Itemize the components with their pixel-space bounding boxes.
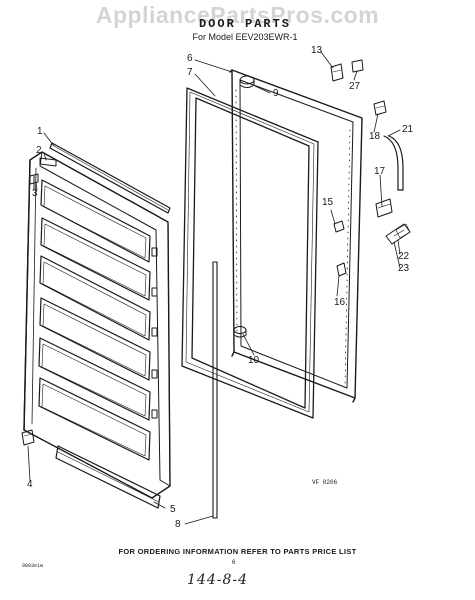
callout-2: 2 [36,145,42,156]
part-15-screw [333,220,345,233]
part-2-bracket [39,157,57,167]
part-17-latch [375,198,393,218]
watermark: AppliancePartsPros.com [95,2,380,28]
page-number: 6 [232,560,236,566]
ordering-footer-note: FOR ORDERING INFORMATION REFER TO PARTS … [118,547,357,556]
door-gasket [181,87,319,419]
liner-shelves [38,179,151,461]
callout-27: 27 [349,81,361,92]
callout-1: 1 [37,126,43,137]
callout-5: 5 [170,504,176,515]
callout-6: 6 [187,53,193,64]
callout-15: 15 [322,197,334,208]
callout-9: 9 [273,88,279,99]
handwritten-note: 144-8-4 [187,572,248,588]
gasket-strip [212,261,218,519]
diagram-title: DOOR PARTS [198,17,291,31]
callout-3: 3 [32,188,38,199]
top-trim-strip [49,142,171,214]
bottom-trim-strip [55,445,161,509]
callout-4: 4 [27,479,33,490]
callout-13: 13 [311,45,323,56]
part-16-clip [336,262,347,277]
part-10-plug [233,326,247,338]
callout-18: 18 [369,131,381,142]
part-22-23-latch [385,223,411,245]
diagram-code: VF 0206 [312,479,338,486]
part-9-plug [239,75,255,88]
callout-16: 16 [334,297,346,308]
model-line: For Model EEV203EWR-1 [192,32,298,42]
part-27-cap [351,59,364,73]
callout-17: 17 [374,166,386,177]
leader-lines [27,51,401,525]
inner-door-liner [23,151,171,499]
callout-10: 10 [248,355,260,366]
part-13-hinge [330,63,344,82]
callout-8: 8 [175,519,181,530]
callout-23: 23 [398,263,410,274]
callout-22: 22 [398,251,410,262]
liner-side-clips [151,247,158,419]
part-21-handle [383,135,404,191]
part-4-clip [21,429,35,446]
outer-door-panel [229,69,363,403]
small-code: 9803eiw [22,563,44,569]
part-18-block [373,100,387,116]
part-3-screw [29,173,39,191]
callout-7: 7 [187,67,193,78]
callout-21: 21 [402,124,414,135]
